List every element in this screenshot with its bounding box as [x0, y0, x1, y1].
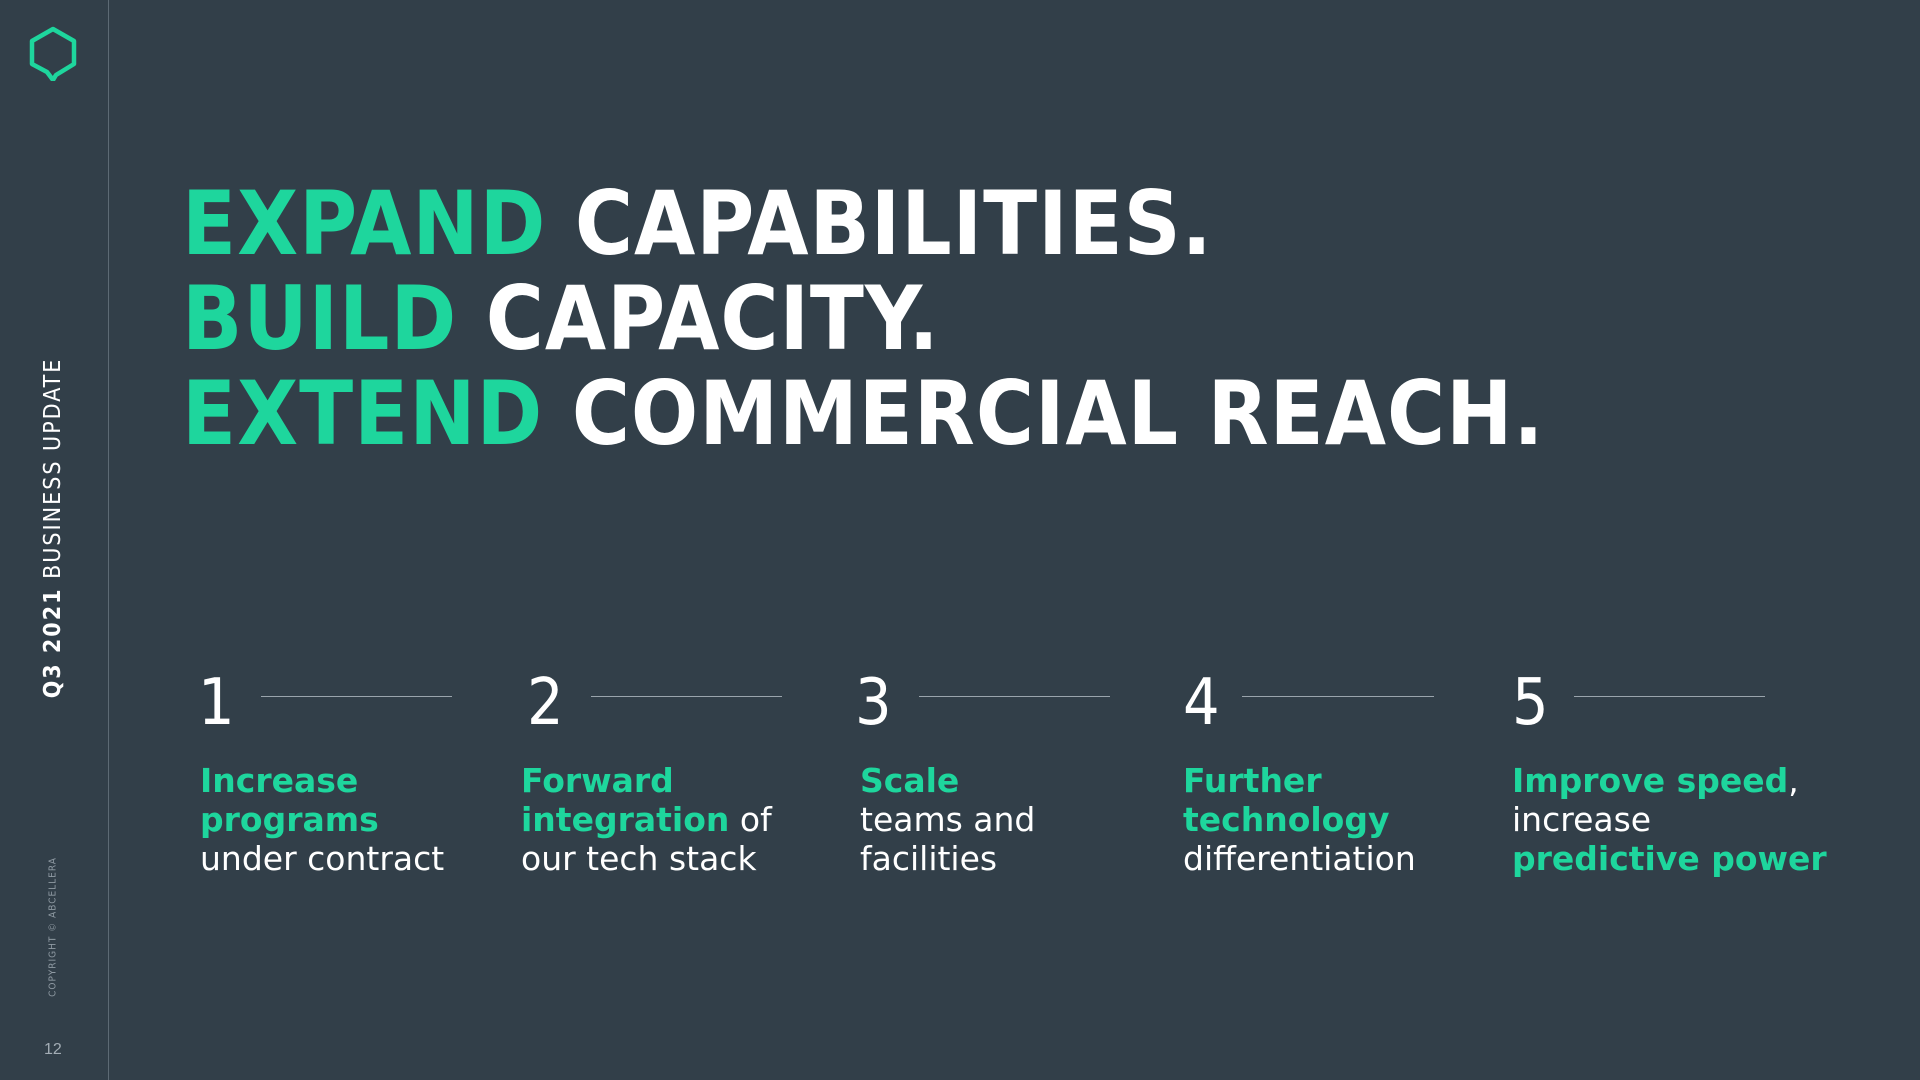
step-highlight: programs: [200, 800, 379, 839]
step-line: Increase: [200, 761, 444, 800]
step-number: 5: [1512, 666, 1549, 740]
steps-row: 1 Increase programs under contract 2 For…: [198, 665, 1848, 895]
step-line: our tech stack: [521, 839, 772, 878]
step-plain: facilities: [860, 839, 998, 878]
step-line: increase: [1512, 800, 1827, 839]
step-line: Further: [1183, 761, 1416, 800]
step-number: 1: [198, 666, 235, 740]
step-divider: [591, 696, 782, 697]
step-line: predictive power: [1512, 839, 1827, 878]
deck-title-rest: BUSINESS UPDATE: [40, 357, 66, 579]
step-number: 3: [855, 666, 892, 740]
step-plain: ,: [1788, 761, 1799, 800]
step-highlight: predictive power: [1512, 839, 1827, 878]
step-divider: [261, 696, 452, 697]
step-plain: differentiation: [1183, 839, 1416, 878]
page-number: 12: [44, 1041, 62, 1058]
step-line: facilities: [860, 839, 1035, 878]
step-plain: of: [729, 800, 772, 839]
step-plain: under contract: [200, 839, 445, 878]
headline-rest: CAPABILITIES.: [574, 172, 1213, 275]
step-description: Increase programs under contract: [200, 761, 444, 878]
step-divider: [919, 696, 1110, 697]
step-highlight: technology: [1183, 800, 1390, 839]
step-highlight: Further: [1183, 761, 1322, 800]
step-line: technology: [1183, 800, 1416, 839]
step-description: Scale teams and facilities: [860, 761, 1035, 878]
sidebar: Q3 2021 BUSINESS UPDATE COPYRIGHT © ABCE…: [0, 0, 109, 1080]
step-plain: teams and: [860, 800, 1036, 839]
headline-rest: CAPACITY.: [485, 267, 940, 370]
headline-line-2: BUILD CAPACITY.: [182, 271, 1544, 366]
step-line: integration of: [521, 800, 772, 839]
step-description: Forward integration of our tech stack: [521, 761, 772, 878]
step-plain: increase: [1512, 800, 1652, 839]
step-highlight: Scale: [860, 761, 960, 800]
step-number: 4: [1183, 666, 1220, 740]
step-line: Forward: [521, 761, 772, 800]
deck-title-period: Q3 2021: [40, 587, 66, 699]
step-line: teams and: [860, 800, 1035, 839]
step-line: differentiation: [1183, 839, 1416, 878]
step-number: 2: [527, 666, 564, 740]
step-highlight: integration: [521, 800, 730, 839]
step-line: Scale: [860, 761, 1035, 800]
headline-accent-word: EXPAND: [182, 172, 547, 275]
step-description: Improve speed, increase predictive power: [1512, 761, 1827, 878]
copyright-notice: COPYRIGHT © ABCELLERA: [47, 857, 59, 997]
step-highlight: Improve speed: [1512, 761, 1789, 800]
step-plain: our tech stack: [521, 839, 757, 878]
step-line: programs: [200, 800, 444, 839]
headline-accent-word: BUILD: [182, 267, 458, 370]
headline-line-3: EXTEND COMMERCIAL REACH.: [182, 366, 1544, 461]
step-line: under contract: [200, 839, 444, 878]
deck-title: Q3 2021 BUSINESS UPDATE: [40, 358, 66, 699]
hexagon-logo-icon: [29, 26, 77, 81]
step-description: Further technology differentiation: [1183, 761, 1416, 878]
headline-line-1: EXPAND CAPABILITIES.: [182, 176, 1544, 271]
headline-accent-word: EXTEND: [182, 362, 544, 465]
headline: EXPAND CAPABILITIES. BUILD CAPACITY. EXT…: [182, 176, 1544, 461]
step-divider: [1574, 696, 1765, 697]
step-highlight: Forward: [521, 761, 674, 800]
step-highlight: Increase: [200, 761, 359, 800]
headline-rest: COMMERCIAL REACH.: [571, 362, 1545, 465]
step-line: Improve speed,: [1512, 761, 1827, 800]
step-divider: [1242, 696, 1434, 697]
